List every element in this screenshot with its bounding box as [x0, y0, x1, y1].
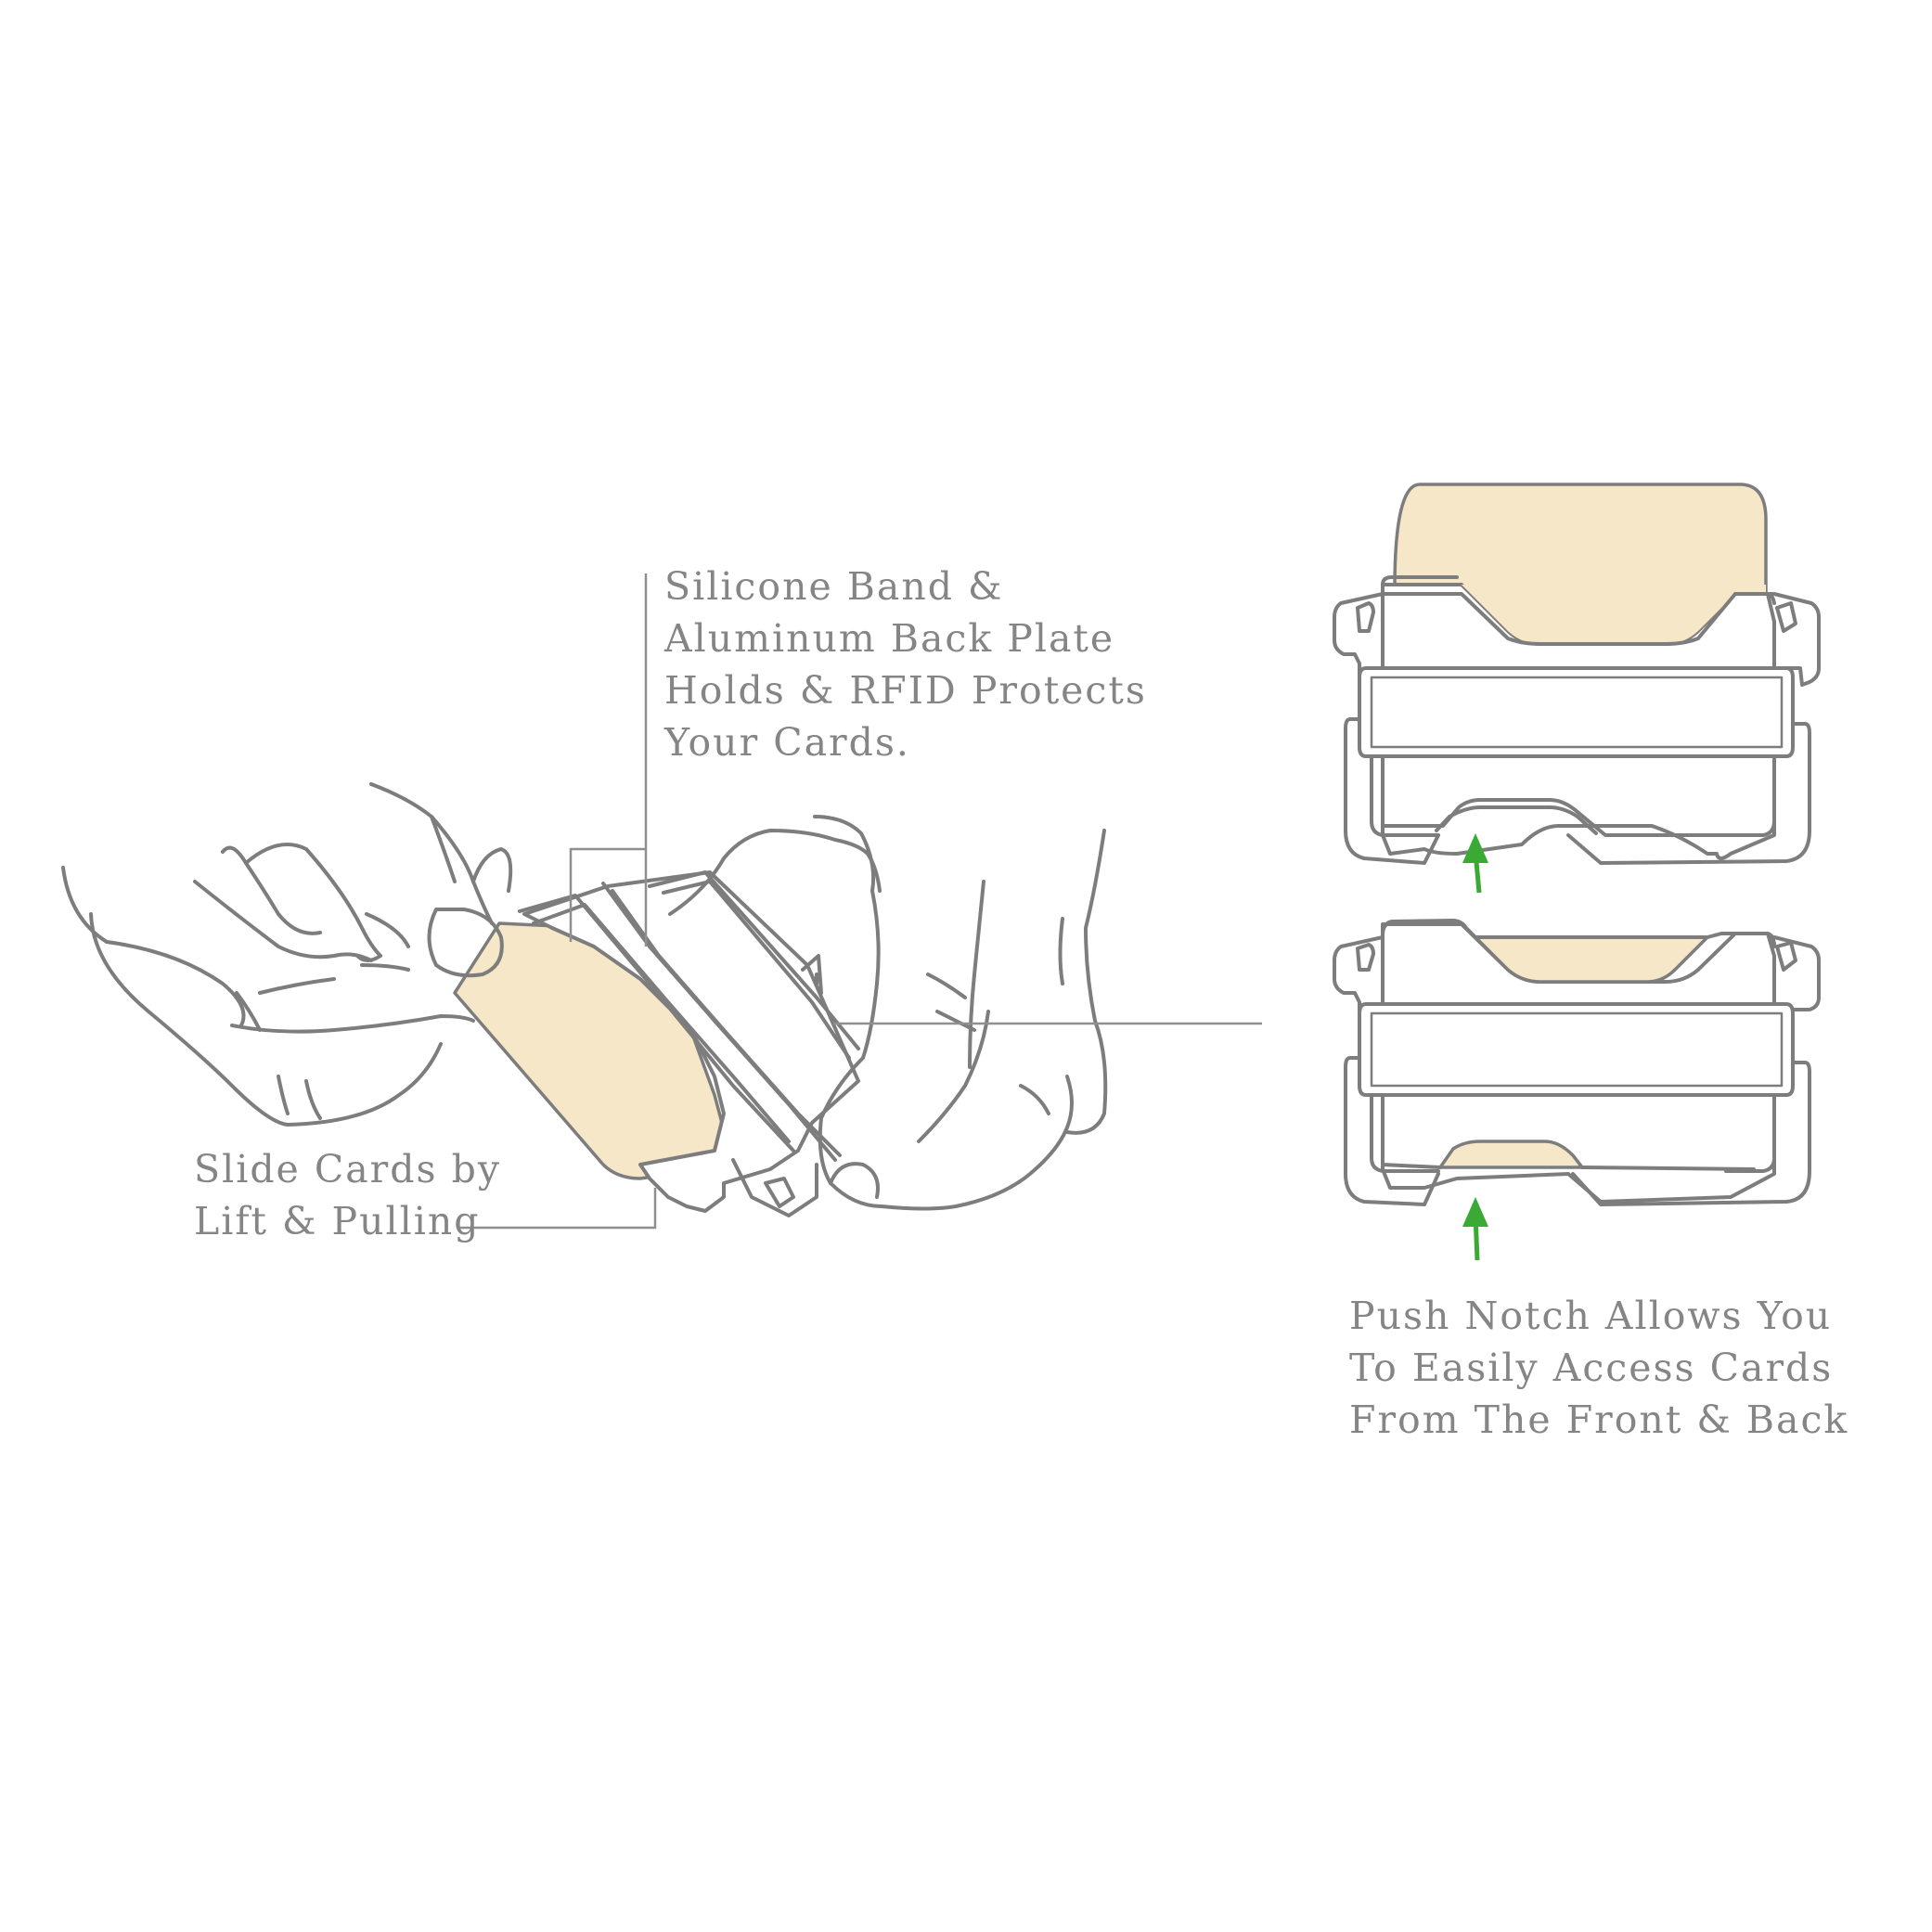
angled-wallet: [518, 870, 860, 1217]
caption-line: From The Front & Back: [1349, 1397, 1849, 1442]
caption-line: Lift & Pulling: [194, 1199, 481, 1243]
wallet-front-view: [1333, 483, 1821, 865]
slide-leader: [459, 1188, 657, 1230]
push-arrow-front: [1462, 833, 1488, 894]
caption-line: Slide Cards by: [194, 1147, 501, 1191]
leader-lines: [459, 573, 1262, 1230]
wallet-back-view: [1333, 919, 1821, 1206]
silicone-band-caption: Silicone Band & Aluminum Back Plate Hold…: [664, 560, 1147, 768]
slide-cards-caption: Slide Cards by Lift & Pulling: [194, 1143, 501, 1247]
push-notch-caption: Push Notch Allows You To Easily Access C…: [1349, 1290, 1848, 1446]
caption-line: Holds & RFID Protects: [664, 668, 1147, 713]
hands-wallet-illustration: [61, 782, 1108, 1217]
caption-line: Silicone Band &: [664, 564, 1004, 609]
raised-card: [1393, 483, 1768, 596]
caption-line: Aluminum Back Plate: [664, 616, 1115, 661]
right-hand: [668, 815, 1108, 1211]
caption-line: To Easily Access Cards: [1349, 1346, 1834, 1390]
left-hand: [61, 782, 513, 1127]
caption-line: Push Notch Allows You: [1349, 1294, 1833, 1338]
caption-line: Your Cards.: [664, 720, 910, 765]
push-arrow-back: [1462, 1197, 1488, 1261]
silicone-leader-branch: [569, 847, 646, 942]
